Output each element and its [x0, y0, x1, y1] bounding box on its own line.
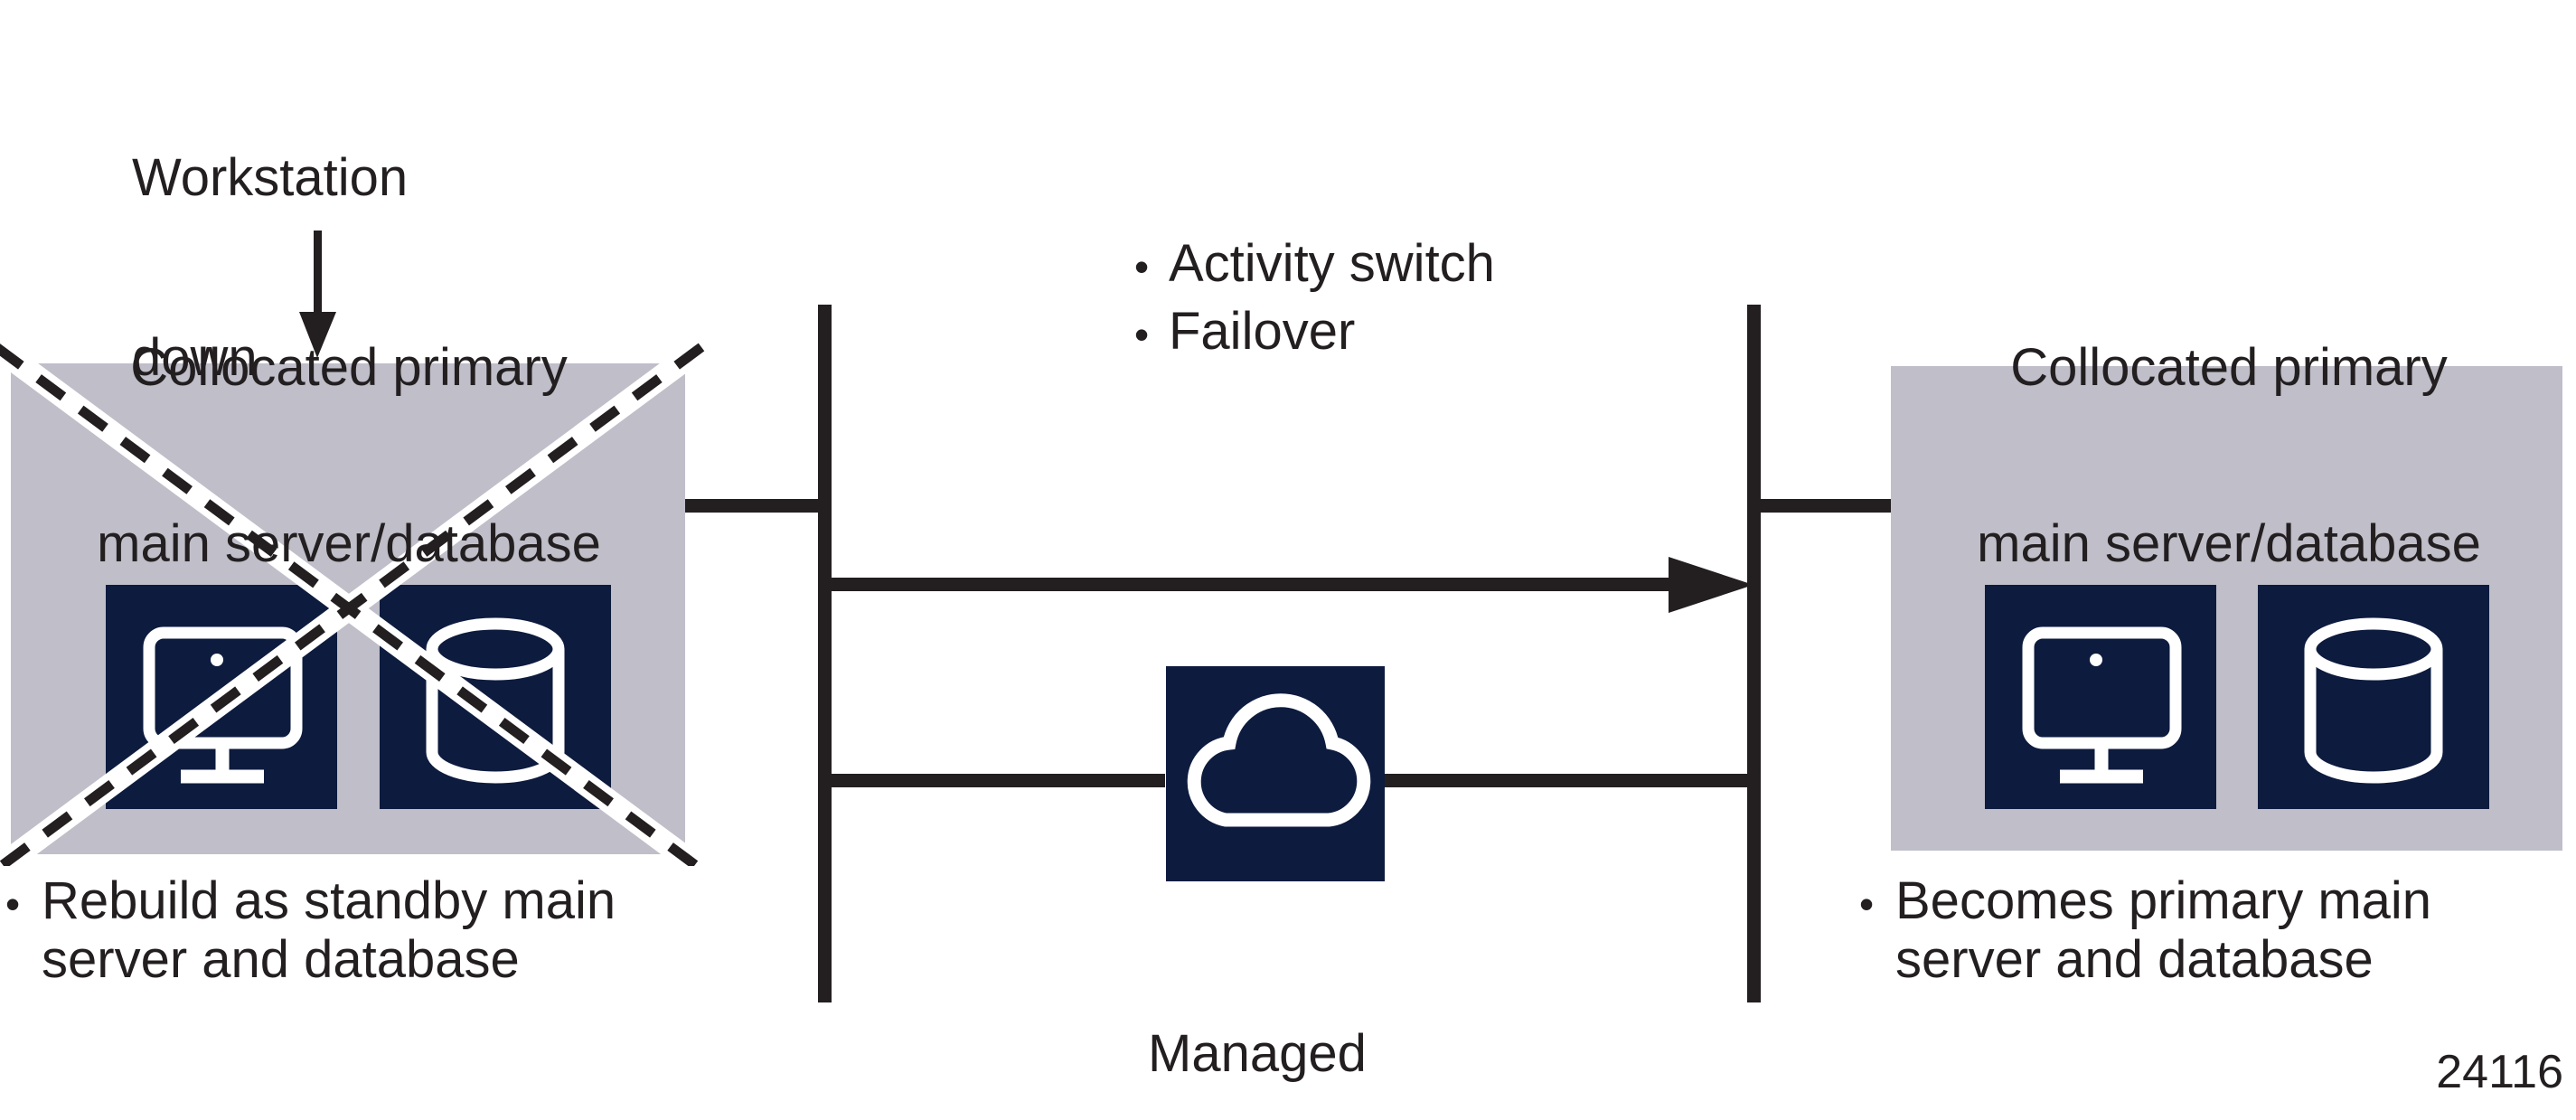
- right-panel-caption-line-2: main server/database: [1977, 513, 2481, 573]
- right-monitor-indicator-icon: [2090, 654, 2102, 666]
- right-panel-note: • Becomes primary main server and databa…: [1859, 871, 2576, 990]
- right-panel-caption: Collocated primary main server/database: [1894, 221, 2563, 692]
- left-panel-crossout: [0, 342, 705, 866]
- activity-switch-label: Activity switch: [1169, 234, 1495, 293]
- left-panel-note: • Rebuild as standby main server and dat…: [5, 871, 747, 990]
- left-note-text: Rebuild as standby main server and datab…: [42, 871, 616, 990]
- right-note-line-1: Becomes primary main: [1895, 871, 2432, 930]
- left-monitor-icon: [143, 626, 303, 784]
- bullet-icon: •: [1134, 311, 1150, 358]
- managed-network-right-link: [1383, 774, 1753, 787]
- workstation-down-line-2: down: [132, 327, 258, 387]
- cloud-icon: [1187, 693, 1371, 827]
- left-note-line-1: Rebuild as standby main: [42, 871, 616, 930]
- right-bus-bar: [1747, 305, 1761, 1002]
- failover-bullet-list: • Activity switch • Failover: [1134, 233, 1713, 369]
- managed-network-caption: Managed network: [1148, 905, 1528, 1120]
- bullet-icon: •: [1134, 243, 1150, 290]
- managed-network-left-link: [831, 774, 1165, 787]
- list-item: • Rebuild as standby main server and dat…: [5, 871, 747, 990]
- failover-arrow-icon: [831, 557, 1753, 613]
- list-item: • Becomes primary main server and databa…: [1859, 871, 2576, 990]
- bullet-icon: •: [1859, 880, 1875, 927]
- left-panel-caption-line-1: Collocated primary: [130, 337, 568, 397]
- workstation-down-label: Workstation down: [132, 29, 512, 507]
- right-note-line-2: server and database: [1895, 929, 2374, 989]
- right-panel-caption-line-1: Collocated primary: [2010, 337, 2448, 397]
- left-panel-connector: [685, 499, 825, 513]
- right-panel-connector: [1753, 499, 1894, 513]
- left-monitor-indicator-icon: [211, 654, 223, 666]
- left-panel-caption-line-2: main server/database: [97, 513, 601, 573]
- list-item: • Activity switch: [1134, 233, 1713, 294]
- managed-network-line-1: Managed: [1148, 1024, 1367, 1084]
- workstation-down-line-1: Workstation: [132, 148, 409, 208]
- left-bus-bar: [818, 305, 832, 1002]
- workstation-down-arrow-icon: [299, 231, 336, 358]
- failover-label: Failover: [1169, 302, 1356, 361]
- left-panel-caption: Collocated primary main server/database: [14, 221, 683, 692]
- list-item: • Failover: [1134, 301, 1713, 362]
- right-database-icon: [2304, 617, 2443, 784]
- figure-number: 24116: [2436, 1046, 2563, 1098]
- left-note-line-2: server and database: [42, 929, 520, 989]
- right-note-text: Becomes primary main server and database: [1895, 871, 2432, 990]
- bullet-icon: •: [5, 880, 21, 927]
- right-monitor-icon: [2022, 626, 2182, 784]
